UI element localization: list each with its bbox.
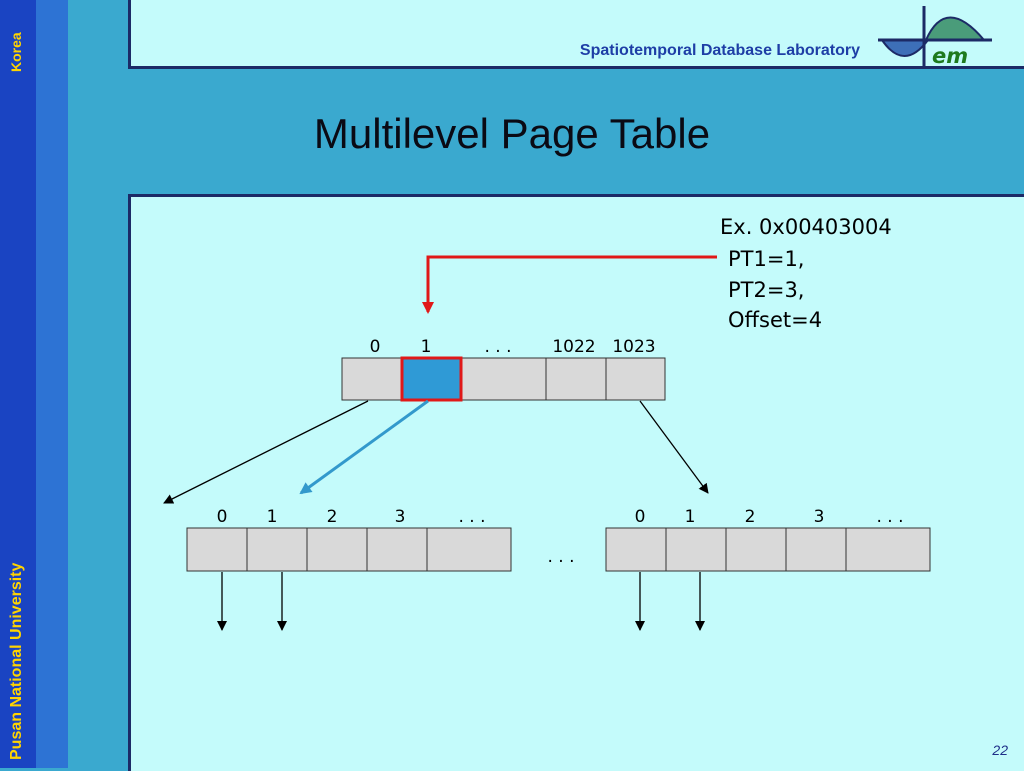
right-index-ellipsis: . . . xyxy=(876,507,903,527)
right-cell-ellipsis xyxy=(845,527,931,572)
left-cell-ellipsis xyxy=(426,527,512,572)
right-cell xyxy=(665,527,727,572)
top-cell-ellipsis xyxy=(461,357,547,401)
right-index-2: 2 xyxy=(745,507,756,527)
top-index-ellipsis: . . . xyxy=(484,337,511,357)
left-index-0: 0 xyxy=(217,507,228,527)
left-index-2: 2 xyxy=(327,507,338,527)
top-cell-1023 xyxy=(605,357,666,401)
example-pt1: PT1=1, xyxy=(728,247,805,271)
left-cell xyxy=(186,527,248,572)
top-index-1023: 1023 xyxy=(612,337,655,357)
blue-arrow xyxy=(299,399,429,495)
arrow-to-right-table xyxy=(639,400,709,494)
left-cell xyxy=(306,527,368,572)
top-level-table: 0 1 . . . 1022 1023 xyxy=(341,337,666,402)
sidebar-stripe xyxy=(36,0,68,768)
right-cell xyxy=(725,527,787,572)
top-index-1022: 1022 xyxy=(552,337,595,357)
top-index-1: 1 xyxy=(421,337,432,357)
content-panel xyxy=(128,194,1024,771)
left-cell xyxy=(366,527,428,572)
lab-logo-icon: em xyxy=(878,6,992,68)
top-index-0: 0 xyxy=(370,337,381,357)
left-index-3: 3 xyxy=(395,507,406,527)
right-second-level-table: 0 1 2 3 . . . xyxy=(605,507,931,631)
logo-text: em xyxy=(932,44,968,68)
left-index-1: 1 xyxy=(267,507,278,527)
left-second-level-table: 0 1 2 3 . . . xyxy=(186,507,512,631)
right-index-0: 0 xyxy=(635,507,646,527)
left-index-ellipsis: . . . xyxy=(458,507,485,527)
page-number: 22 xyxy=(992,742,1008,758)
red-arrow xyxy=(422,255,717,314)
sidebar-band xyxy=(0,0,36,768)
header-panel xyxy=(128,0,1024,69)
example-pt2: PT2=3, xyxy=(728,278,805,302)
top-cell-1022 xyxy=(545,357,607,401)
between-ellipsis: . . . xyxy=(547,547,574,567)
right-cell xyxy=(785,527,847,572)
top-cell-1-highlighted xyxy=(400,356,463,402)
top-cell-0 xyxy=(341,357,403,401)
arrow-to-left-table xyxy=(163,400,369,504)
example-address: Ex. 0x00403004 xyxy=(720,215,892,239)
lab-name: Spatiotemporal Database Laboratory xyxy=(579,42,860,59)
right-index-1: 1 xyxy=(685,507,696,527)
right-cell xyxy=(605,527,667,572)
slide-title: Multilevel Page Table xyxy=(313,110,711,157)
example-offset: Offset=4 xyxy=(728,308,823,332)
left-cell xyxy=(246,527,308,572)
right-index-3: 3 xyxy=(814,507,825,527)
